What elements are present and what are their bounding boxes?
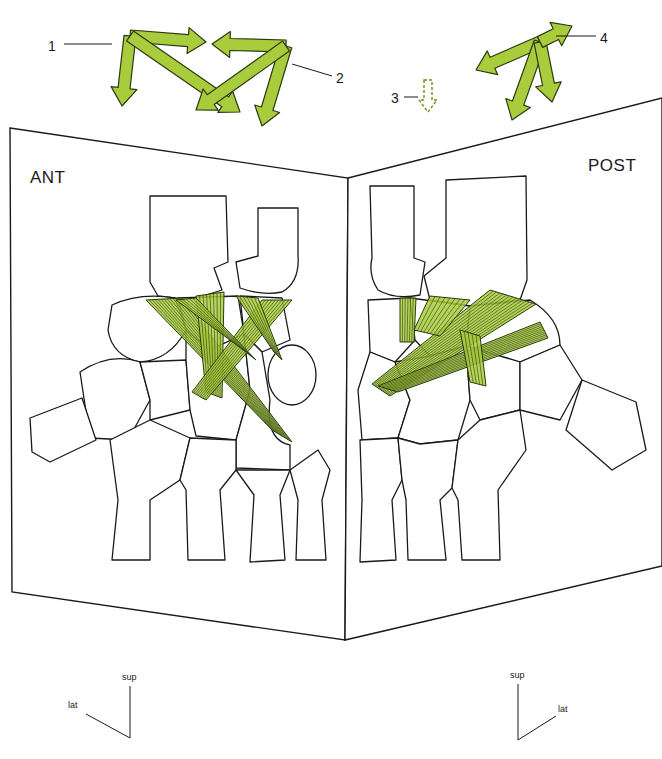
view-label: POST [588, 156, 636, 176]
motion-arrow [537, 22, 572, 47]
view-label: ANT [30, 168, 66, 188]
ligament-fiber [430, 299, 455, 334]
motion-arrow [196, 41, 289, 110]
metacarpal-bone [110, 420, 190, 560]
ligament-band [378, 322, 548, 392]
ligament-fiber [407, 298, 408, 342]
ligament-fiber [434, 299, 461, 335]
callout-number: 1 [48, 38, 56, 54]
metacarpal-bone [180, 438, 236, 560]
view-panels [10, 98, 662, 640]
ligament-fiber [417, 297, 435, 331]
callout-number: 3 [391, 90, 399, 106]
ligament-outline [378, 322, 548, 392]
ligament-fiber [243, 297, 276, 355]
ligament-fiber [183, 299, 250, 354]
ligament-fiber [247, 297, 278, 356]
ligament-fiber [380, 324, 541, 387]
ligament-fiber [251, 297, 280, 357]
axis-label: sup [510, 670, 525, 680]
leader-line [292, 64, 332, 76]
ligament-fiber [186, 299, 251, 356]
ligament-bands [146, 290, 548, 442]
trapezoid-bone [140, 360, 190, 420]
ligament-band [460, 330, 486, 386]
ulna-bone [370, 186, 425, 297]
radius-bone [150, 196, 228, 300]
ligament-fiber [476, 335, 483, 385]
ligament-fiber [384, 327, 542, 388]
axis-label: lat [558, 704, 568, 714]
thumb-metacarpal [566, 380, 646, 470]
orientation-axes [518, 684, 556, 740]
ligament-fiber [404, 298, 406, 342]
orientation-axes [86, 686, 130, 738]
leader-line [64, 44, 112, 45]
motion-arrow [534, 41, 561, 102]
metacarpal-bone [452, 410, 526, 560]
triquetrum-bone [368, 298, 415, 362]
callout-number: 4 [600, 30, 608, 46]
ligament-fiber [382, 325, 542, 387]
ligament-band [236, 296, 282, 360]
metacarpal-bone [236, 470, 290, 562]
metacarpal-bone [360, 438, 402, 562]
ligament-fiber [421, 297, 441, 332]
ligament-fiber [412, 298, 414, 342]
ligament-outline [236, 296, 282, 360]
ligament-fiber [189, 299, 252, 358]
ligament-fiber [409, 298, 410, 342]
axis-indicators [86, 684, 556, 740]
ligament-fiber [424, 298, 445, 333]
ligament-fiber [386, 328, 543, 388]
bones [30, 176, 646, 562]
callout-number: 2 [336, 70, 344, 86]
pisiform-bone [268, 345, 316, 405]
ligament-outline [460, 330, 486, 386]
leader-line [556, 36, 596, 37]
metacarpal-bone [398, 438, 458, 560]
ligament-fiber [179, 300, 247, 354]
ligament-fiber [254, 298, 280, 359]
ligament-outline [400, 298, 416, 342]
leader-line [404, 97, 418, 98]
axis-label: sup [122, 672, 137, 682]
metacarpal-bone [290, 450, 330, 560]
motion-arrow-dashed [419, 80, 437, 112]
ligament-fiber [388, 330, 544, 389]
anterior-panel [10, 128, 348, 640]
ligament-fiber [472, 334, 480, 385]
thumb-metacarpal [30, 398, 96, 462]
leader-lines [64, 36, 596, 97]
ulna-bone [236, 208, 298, 293]
posterior-panel [345, 98, 662, 640]
axis-label: lat [68, 700, 78, 710]
ligament-fiber [468, 332, 476, 383]
ligament-band [400, 298, 416, 342]
ligament-fiber [402, 298, 403, 342]
radius-bone [424, 176, 527, 306]
motion-arrows [111, 22, 572, 126]
